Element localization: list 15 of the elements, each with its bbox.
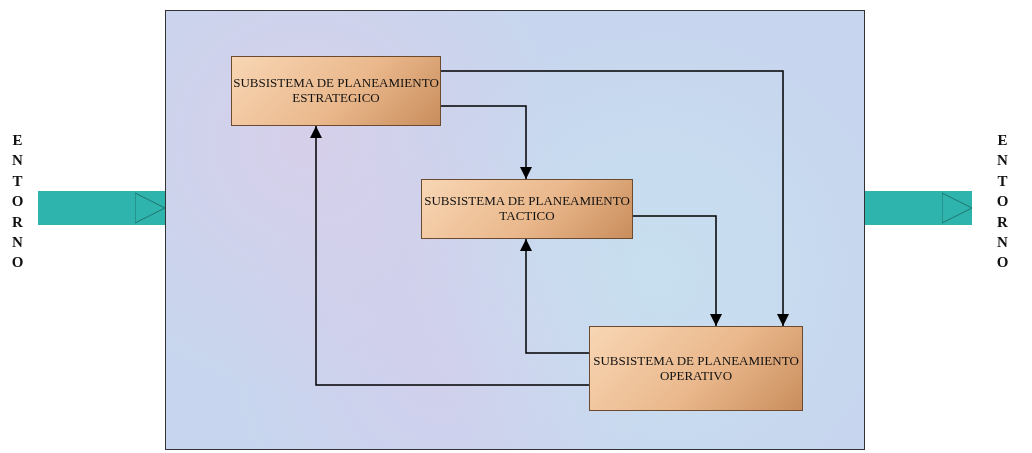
- vertical-label: ENTORNO: [995, 131, 1010, 273]
- box-label: SUBSISTEMA DE PLANEAMIENTO OPERATIVO: [592, 353, 800, 384]
- arrow: [310, 125, 590, 386]
- arrow: [520, 238, 590, 354]
- arrow: [440, 105, 532, 180]
- process-box: [421, 179, 633, 239]
- process-box: [589, 326, 803, 411]
- box-label: SUBSISTEMA DE PLANEAMIENTO ESTRATEGICO: [232, 76, 440, 106]
- block-arrow: [865, 191, 973, 225]
- vertical-label: ENTORNO: [10, 131, 25, 273]
- block-arrow: [38, 191, 166, 225]
- process-box: [231, 56, 441, 126]
- arrow: [632, 215, 722, 327]
- arrow: [440, 70, 789, 327]
- box-label: SUBSISTEMA DE PLANEAMIENTO TACTICO: [423, 194, 631, 224]
